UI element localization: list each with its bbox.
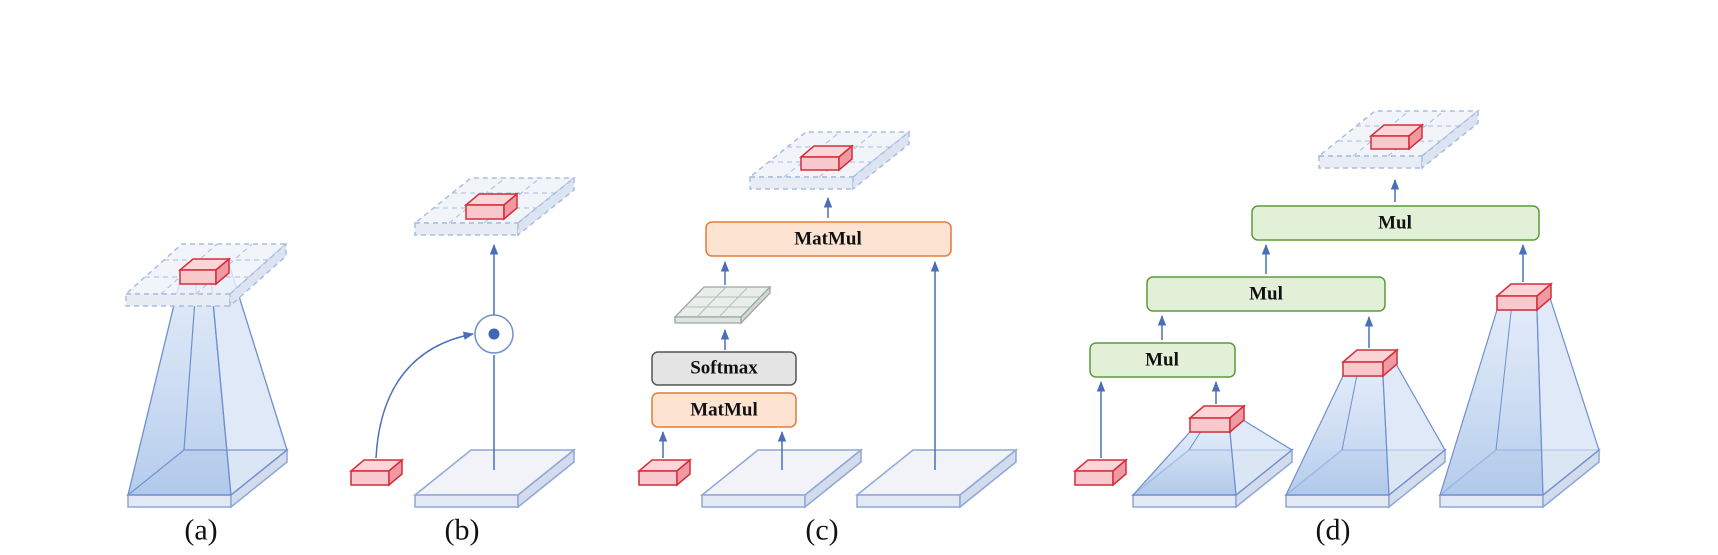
mul-top-label: Mul	[1378, 213, 1412, 234]
output-token	[177, 257, 232, 286]
context-token-1	[1187, 404, 1247, 434]
context-token-3	[1494, 282, 1554, 312]
panel-a: (a)	[124, 242, 290, 547]
context-level-3	[1437, 296, 1602, 509]
query-token	[348, 458, 405, 487]
mul-low-label: Mul	[1145, 350, 1179, 371]
matmul-top-label: MatMul	[794, 229, 862, 250]
matmul-bottom-box: MatMul	[651, 392, 797, 428]
panel-c: MatMul Softmax MatMul	[636, 130, 1019, 547]
caption-c: (c)	[805, 514, 838, 547]
caption-a: (a)	[184, 514, 217, 547]
context-level-2	[1283, 363, 1448, 509]
mul-mid-label: Mul	[1249, 284, 1283, 305]
mul-top-box: Mul	[1251, 205, 1540, 241]
input-feature-map-2	[854, 448, 1019, 509]
input-feature-map-1	[699, 448, 864, 509]
output-feature-map	[412, 176, 577, 237]
output-token	[798, 144, 855, 172]
output-token	[1368, 123, 1425, 151]
caption-b: (b)	[445, 514, 480, 547]
mul-low-box: Mul	[1089, 342, 1236, 378]
receptive-field-pyramid	[127, 262, 288, 497]
arrow-query-to-product	[375, 331, 475, 459]
softmax-box: Softmax	[651, 351, 797, 386]
query-token	[636, 458, 693, 487]
matmul-bottom-label: MatMul	[690, 400, 758, 421]
context-level-1	[1130, 419, 1295, 509]
panel-b: (b)	[348, 176, 577, 547]
attention-map	[673, 285, 772, 325]
context-token-2	[1340, 348, 1400, 378]
softmax-label: Softmax	[690, 358, 758, 379]
elementwise-product-node	[474, 314, 514, 354]
output-token	[463, 192, 520, 221]
matmul-top-box: MatMul	[705, 221, 952, 257]
panel-d: Mul Mul Mul (d)	[1072, 109, 1602, 547]
query-token	[1072, 458, 1129, 487]
mul-mid-box: Mul	[1146, 276, 1386, 312]
caption-d: (d)	[1316, 514, 1351, 547]
input-feature-map	[412, 448, 577, 509]
